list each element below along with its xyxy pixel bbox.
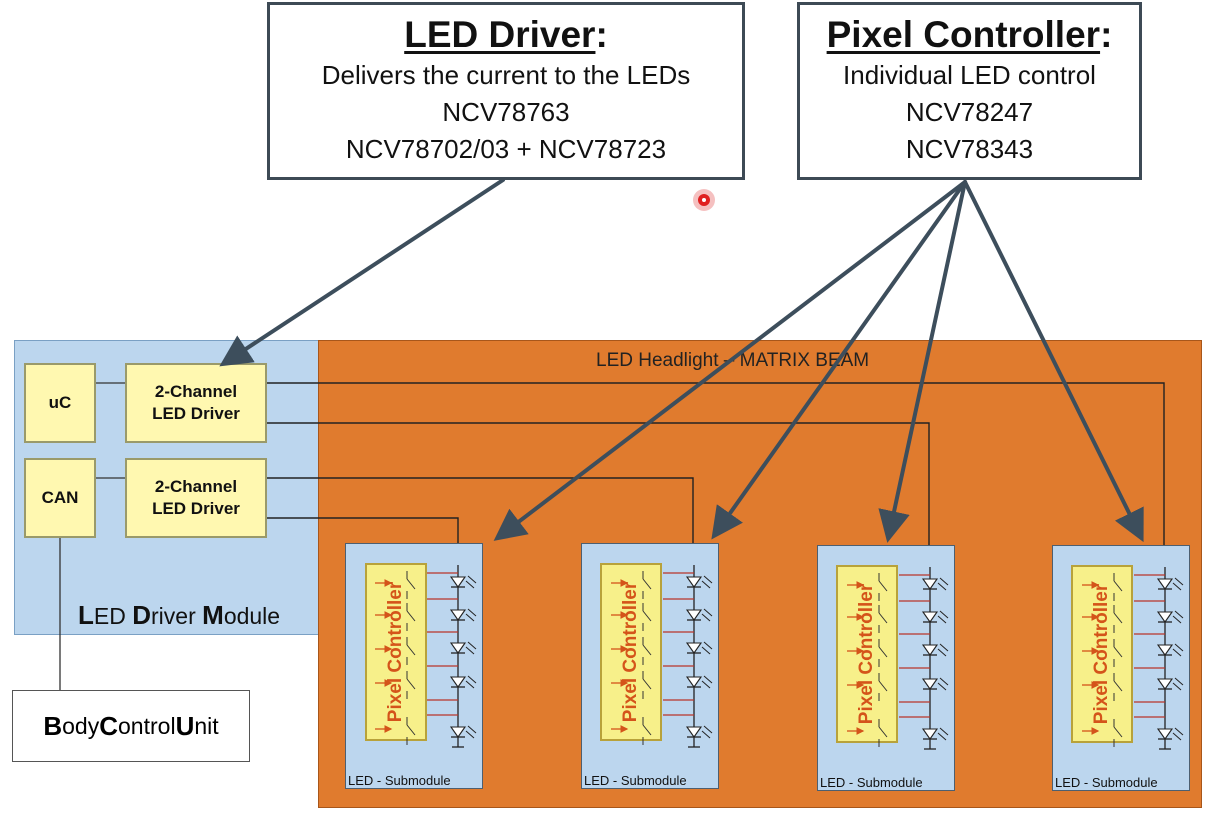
led-icon [449,575,477,589]
led-icon [921,643,949,657]
callout-pixel-controller: Pixel Controller: Individual LED control… [797,2,1142,180]
led-icon [685,575,713,589]
submodule-caption-3: LED - Submodule [820,775,923,790]
callout-led-driver-line-3: NCV78702/03 + NCV78723 [345,134,667,164]
arrow-to-submodule-4 [963,180,1144,543]
led-icon [685,641,713,655]
callout-led-driver-line-2: NCV78763 [442,97,570,127]
led-icon [449,641,477,655]
led-icon [921,577,949,591]
pixel-controller-4: Pixel Controller [1071,565,1133,743]
submodule-internal-2 [611,565,713,748]
arrow-to-led-driver [219,178,505,367]
led-icon [449,725,477,739]
pixel-controller-2: Pixel Controller [600,563,662,741]
submodule-caption-1: LED - Submodule [348,773,451,788]
led-icon [449,608,477,622]
submodule-internal-1 [375,565,477,748]
submodule-caption-4: LED - Submodule [1055,775,1158,790]
uc-box: uC [24,363,96,443]
led-icon [1156,577,1184,591]
callout-pixel-controller-line-1: Individual LED control [843,60,1096,90]
module-label: LED Driver Module [78,600,281,630]
callout-led-driver-line-1: Delivers the current to the LEDs [321,60,691,90]
led-icon [1156,610,1184,624]
submodule-internals [375,565,1184,750]
led-icon [1156,677,1184,691]
module-wires [59,382,125,690]
submodule-internal-3 [847,567,949,750]
arrow-to-submodule-1 [493,180,967,541]
led-icon [449,675,477,689]
led-icon [1156,643,1184,657]
led-icon [1156,727,1184,741]
led-icon [921,610,949,624]
led-icon [921,727,949,741]
submodule-internal-4 [1082,567,1184,750]
callout-led-driver-title: LED Driver [404,14,596,55]
can-box: CAN [24,458,96,538]
callout-pixel-controller-line-3: NCV78343 [905,134,1034,164]
led-icon [685,608,713,622]
arrow-to-submodule-3 [878,180,967,543]
callout-arrows [219,178,1144,543]
pixel-controller-3: Pixel Controller [836,565,898,743]
callout-pixel-controller-title: Pixel Controller [826,14,1101,55]
callout-pixel-controller-line-2: NCV78247 [905,97,1034,127]
bus-lines [267,382,1165,545]
submodule-caption-2: LED - Submodule [584,773,687,788]
led-icon [685,675,713,689]
led-icon [685,725,713,739]
pixel-controller-1: Pixel Controller [365,563,427,741]
callout-led-driver: LED Driver: Delivers the current to the … [267,2,745,180]
led-icon [921,677,949,691]
arrow-to-submodule-2 [711,180,967,540]
